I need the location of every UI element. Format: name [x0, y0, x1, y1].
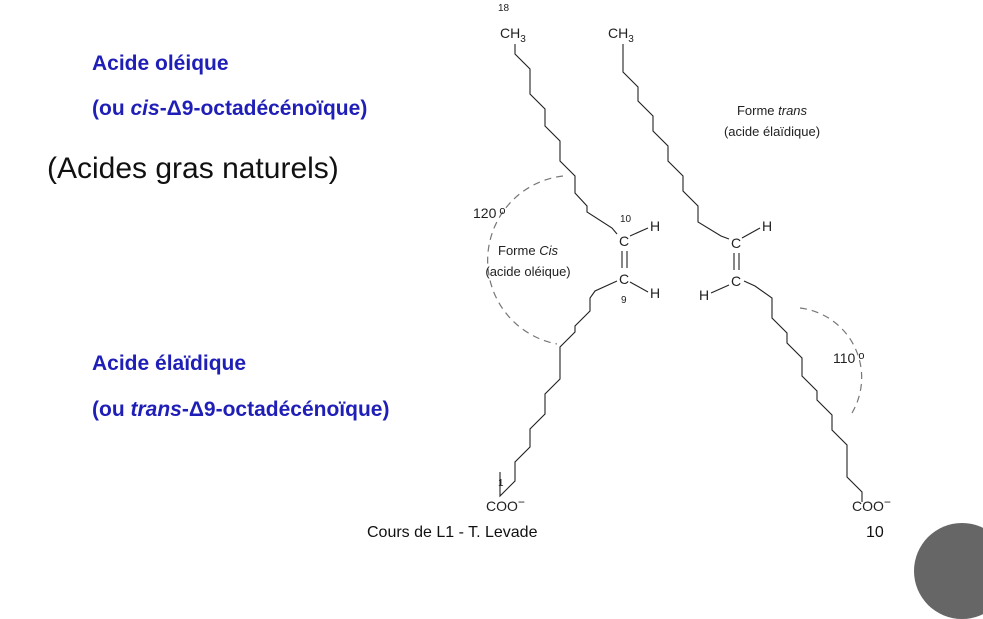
cis-carbon-9-number: 9: [621, 295, 627, 306]
trans-coo-charge: −: [884, 495, 891, 509]
trans-c10-label: C: [731, 235, 741, 251]
elaidic-acid-title: Acide élaïdique: [92, 352, 247, 375]
cis-coo-text: COO: [486, 498, 518, 514]
cis-c10-h-bond: [629, 227, 649, 237]
elaidic-alt-suffix: -Δ9-octadécénoïque): [181, 398, 390, 421]
trans-angle-degree: o: [858, 350, 864, 362]
trans-lower-chain: [743, 280, 863, 502]
trans-h10-label: H: [762, 218, 772, 234]
trans-c9-h-bond: [710, 284, 730, 294]
cis-form-italic: Cis: [539, 243, 558, 258]
cis-angle-degree: o: [499, 205, 505, 217]
cis-carbon-18-number: 18: [498, 3, 510, 14]
cis-c9-label: C: [619, 271, 629, 287]
cis-angle-value: 120: [473, 205, 497, 221]
course-footer: Cours de L1 - T. Levade: [367, 524, 538, 541]
trans-h9-label: H: [699, 287, 709, 303]
elaidic-acid-systematic-name: (ou trans-Δ9-octadécénoïque): [92, 398, 389, 422]
cis-ch3-label: CH3: [500, 25, 526, 45]
cis-ch3-text: CH: [500, 25, 520, 41]
cis-carboxylate-label: COO−: [486, 495, 525, 514]
elaidic-alt-italic: trans: [130, 398, 182, 421]
oleic-alt-prefix: (ou: [92, 97, 131, 120]
natural-fatty-acids-note: (Acides gras naturels): [47, 152, 339, 185]
cis-ch3-subscript: 3: [520, 34, 526, 45]
cis-h9-label: H: [650, 285, 660, 301]
oleic-acid-title: Acide oléique: [92, 52, 229, 75]
trans-upper-chain: [622, 44, 730, 240]
trans-c9-label: C: [731, 273, 741, 289]
trans-carboxylate-label: COO−: [852, 495, 891, 514]
trans-form-sublabel: (acide élaïdique): [724, 124, 820, 139]
trans-c10-h-bond: [741, 227, 761, 239]
cis-form-sublabel: (acide oléique): [485, 264, 570, 279]
trans-form-italic: trans: [778, 103, 807, 118]
cis-h10-label: H: [650, 218, 660, 234]
slide: Acide oléique (ou cis-Δ9-octadécénoïque)…: [47, 3, 983, 619]
cis-form-label: Forme Cis: [498, 243, 558, 258]
trans-form-label: Forme trans: [737, 103, 808, 118]
oleic-alt-suffix: -Δ9-octadécénoïque): [159, 97, 368, 120]
trans-ch3-text: CH: [608, 25, 628, 41]
cis-lower-chain: [499, 280, 618, 498]
trans-ch3-label: CH3: [608, 25, 634, 45]
cis-coo-charge: −: [518, 495, 525, 509]
elaidic-alt-prefix: (ou: [92, 398, 131, 421]
cis-angle-arc: [487, 175, 564, 345]
trans-coo-text: COO: [852, 498, 884, 514]
cis-c10-label: C: [619, 233, 629, 249]
cis-upper-chain: [514, 44, 618, 235]
cis-c9-h-bond: [629, 281, 649, 293]
trans-angle-value: 110: [833, 350, 856, 366]
oleic-acid-systematic-name: (ou cis-Δ9-octadécénoïque): [92, 97, 367, 121]
cis-carbon-10-number: 10: [620, 214, 632, 225]
trans-form-prefix: Forme: [737, 103, 778, 118]
cis-form-prefix: Forme: [498, 243, 539, 258]
page-number: 10: [866, 524, 884, 541]
cis-carbon-1-number: 1: [498, 478, 504, 489]
trans-angle-arc: [799, 307, 863, 414]
trans-ch3-subscript: 3: [628, 34, 634, 45]
oleic-alt-italic: cis: [130, 97, 160, 120]
